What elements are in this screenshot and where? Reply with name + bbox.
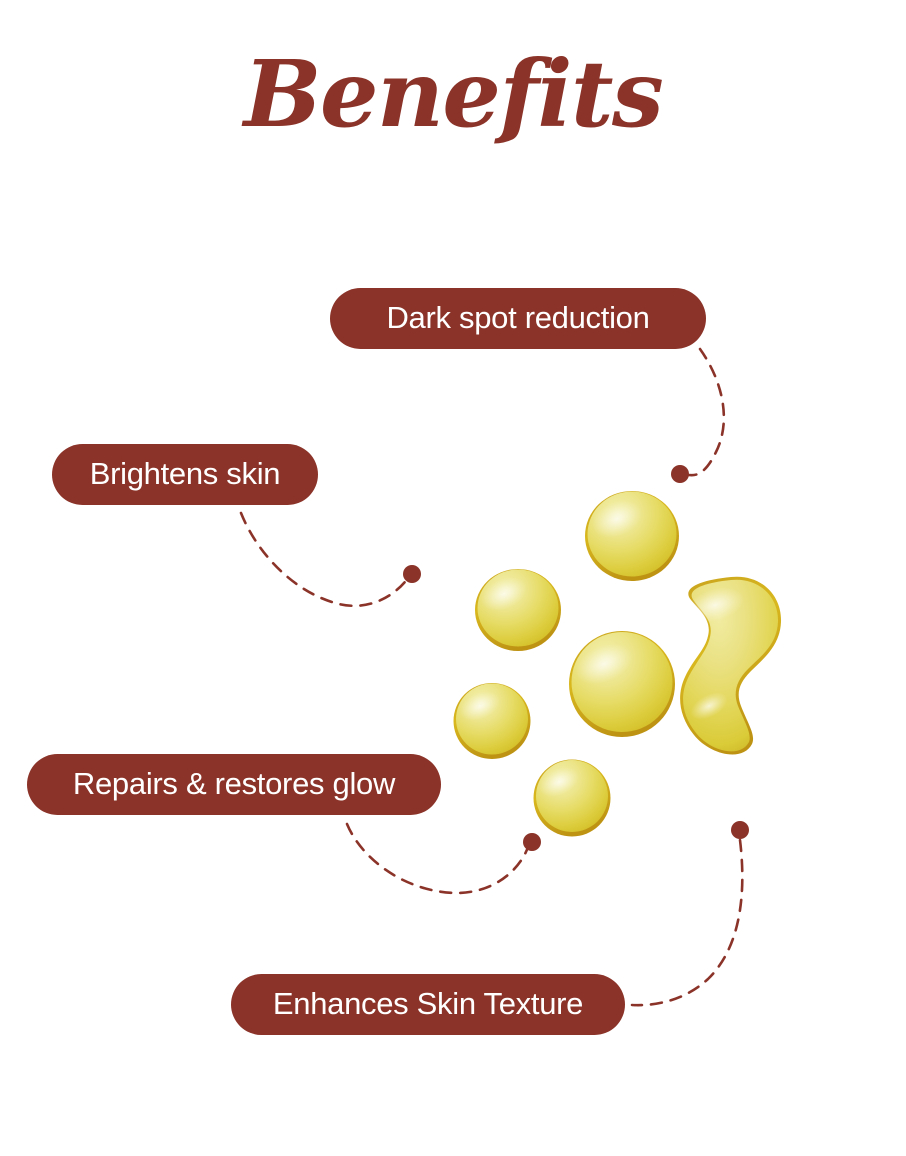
connector-endpoint-dot bbox=[403, 565, 421, 583]
connector-endpoint-dot bbox=[523, 833, 541, 851]
droplet-mid-left bbox=[475, 569, 561, 651]
connector-endpoint-dot bbox=[671, 465, 689, 483]
benefit-label: Dark spot reduction bbox=[386, 300, 650, 335]
page-title: Benefits bbox=[243, 40, 664, 148]
benefit-label: Repairs & restores glow bbox=[72, 766, 396, 801]
connector-brightens-skin bbox=[239, 511, 421, 608]
benefit-label: Brightens skin bbox=[89, 456, 281, 491]
droplet-top bbox=[585, 491, 679, 581]
droplet-bottom bbox=[533, 759, 611, 837]
benefit-label: Enhances Skin Texture bbox=[272, 986, 584, 1021]
benefit-pill-brightens-skin[interactable]: Brightens skin bbox=[52, 444, 318, 505]
droplet-peanut-blob bbox=[680, 576, 782, 755]
droplet-center bbox=[569, 631, 675, 737]
benefit-pill-dark-spot-reduction[interactable]: Dark spot reduction bbox=[330, 288, 706, 349]
connector-enhances-skin-texture bbox=[630, 821, 749, 1007]
benefit-pill-enhances-skin-texture[interactable]: Enhances Skin Texture bbox=[231, 974, 625, 1035]
droplet-small-left bbox=[453, 683, 531, 759]
connector-dark-spot-reduction bbox=[671, 347, 726, 483]
connector-endpoint-dot bbox=[731, 821, 749, 839]
connector-repairs-restores-glow bbox=[345, 822, 541, 895]
benefit-pill-repairs-restores-glow[interactable]: Repairs & restores glow bbox=[27, 754, 441, 815]
